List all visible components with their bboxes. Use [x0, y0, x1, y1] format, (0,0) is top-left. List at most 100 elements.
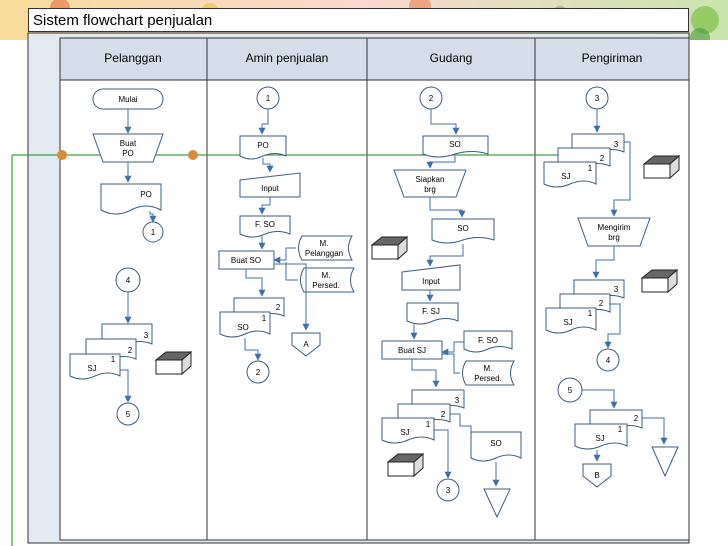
process-buat-sj: Buat SJ	[381, 340, 443, 360]
sj-label: SJ	[87, 364, 96, 373]
connector-3-label: 3	[446, 486, 451, 495]
connector-2-gudang: 2	[419, 86, 443, 110]
sj-label: SJ	[563, 318, 572, 327]
page-2-label: 2	[128, 346, 133, 355]
connector-3-gudang: 3	[436, 478, 460, 502]
siapkan-brg-label-1: Siapkan	[416, 175, 445, 184]
page-1-label: 1	[618, 425, 623, 434]
sj-label: SJ	[595, 434, 604, 443]
manual-op-buat-po: Buat PO	[92, 133, 164, 163]
off-page-connector-b: B	[582, 463, 612, 488]
connector-2-label: 2	[256, 368, 261, 377]
offline-storage-pengiriman	[651, 446, 679, 478]
terminator-mulai-label: Mulai	[118, 95, 137, 104]
file-storage-icon	[370, 235, 409, 261]
connector-2-label: 2	[429, 94, 434, 103]
connector-line	[582, 389, 618, 409]
manual-input-amin: Input	[239, 172, 301, 198]
connector-line	[245, 269, 266, 297]
document-so-gudang-3: SO	[470, 431, 522, 462]
connector-line	[429, 197, 466, 218]
page-2-label: 2	[276, 303, 281, 312]
document-so-gudang-2: SO	[431, 218, 495, 244]
manual-op-mengirim-brg: Mengirim brg	[577, 217, 651, 247]
off-page-connector-a: A	[291, 332, 321, 357]
document-po-pelanggan: PO	[100, 183, 162, 215]
document-f-so-gudang: F. SO	[463, 330, 513, 353]
document-f-so: F. SO	[239, 215, 291, 238]
document-so-label: SO	[457, 224, 469, 233]
connector-line	[434, 429, 452, 479]
manual-op-siapkan-brg: Siapkan brg	[393, 169, 467, 198]
multi-document-sj-pelanggan: 3 2 1 SJ	[69, 323, 153, 380]
m-pelanggan-label-2: Pelanggan	[305, 249, 343, 258]
manual-input-label: Input	[261, 184, 280, 193]
mengirim-brg-label-2: brg	[608, 233, 620, 242]
manual-input-gudang: Input	[401, 264, 461, 291]
m-persed-label-1: M.	[322, 271, 331, 280]
page-3-label: 3	[144, 331, 149, 340]
connector-line	[411, 359, 440, 388]
connector-line	[258, 197, 271, 215]
page-3-label: 3	[614, 140, 619, 149]
file-storage-icon	[640, 268, 679, 294]
document-po-label: PO	[257, 141, 269, 150]
page-title: Sistem flowchart penjualan	[33, 12, 213, 29]
page-3-label: 3	[455, 396, 460, 405]
buat-po-label-2: PO	[122, 149, 134, 158]
m-persed-label-2: Persed.	[312, 281, 340, 290]
connector-5-label: 5	[126, 410, 131, 419]
title-bar: Sistem flowchart penjualan	[28, 8, 689, 32]
connector-1-label: 1	[151, 228, 156, 237]
lane-header-pengiriman: Pengiriman	[582, 51, 643, 65]
sj-label: SJ	[400, 428, 409, 437]
m-pelanggan-label-1: M.	[320, 239, 329, 248]
connector-line	[604, 303, 621, 349]
page-2-label: 2	[600, 154, 605, 163]
connector-1-label: 1	[266, 94, 271, 103]
buat-po-label-1: Buat	[120, 139, 137, 148]
connector-5-label: 5	[568, 386, 573, 395]
connector-4-pengiriman: 4	[596, 348, 620, 372]
page-1-label: 1	[588, 164, 593, 173]
connector-line	[450, 413, 472, 432]
stored-data-m-pelanggan: M. Pelanggan	[298, 235, 353, 261]
connector-line	[426, 244, 464, 267]
file-storage-icon	[642, 154, 681, 180]
connector-line	[430, 109, 460, 135]
connector-line	[285, 262, 298, 281]
process-buat-so-label: Buat SO	[231, 256, 261, 265]
document-f-so-label: F. SO	[478, 336, 498, 345]
multi-document-so-amin: 2 1 SO	[219, 297, 285, 338]
siapkan-brg-label-2: brg	[424, 185, 436, 194]
m-persed-label-1: M.	[484, 364, 493, 373]
manual-input-label: Input	[422, 277, 441, 286]
connector-line	[610, 141, 631, 217]
multi-document-sj-pengiriman-2: 3 2 1 SJ	[545, 279, 625, 334]
connector-1-pelanggan: 1	[142, 221, 164, 243]
document-so-label: SO	[449, 140, 461, 149]
mengirim-brg-label-1: Mengirim	[598, 223, 631, 232]
document-so-label: SO	[490, 439, 502, 448]
connector-line	[120, 369, 132, 403]
document-f-sj: F. SJ	[406, 302, 459, 325]
offline-storage-gudang	[483, 488, 511, 519]
connector-line	[442, 353, 460, 374]
off-page-b-label: B	[594, 471, 599, 480]
page-1-label: 1	[111, 355, 116, 364]
document-f-sj-label: F. SJ	[422, 307, 440, 316]
connector-5-pengiriman: 5	[557, 377, 583, 403]
lane-header-pelanggan: Pelanggan	[104, 51, 161, 65]
lane-header-amin-penjualan: Amin penjualan	[246, 51, 329, 65]
connector-line	[441, 341, 464, 356]
connector-5-pelanggan: 5	[116, 402, 140, 426]
stored-data-m-persed-gudang: M. Persed.	[462, 360, 515, 386]
multi-document-sj-pengiriman-1: 3 2 1 SJ	[543, 133, 625, 188]
connector-4-pelanggan: 4	[115, 267, 141, 293]
page-2-label: 2	[634, 414, 639, 423]
connector-line	[244, 338, 262, 361]
connector-2-amin: 2	[246, 360, 270, 384]
document-so-gudang-1: SO	[422, 135, 489, 158]
connector-line	[149, 211, 157, 223]
